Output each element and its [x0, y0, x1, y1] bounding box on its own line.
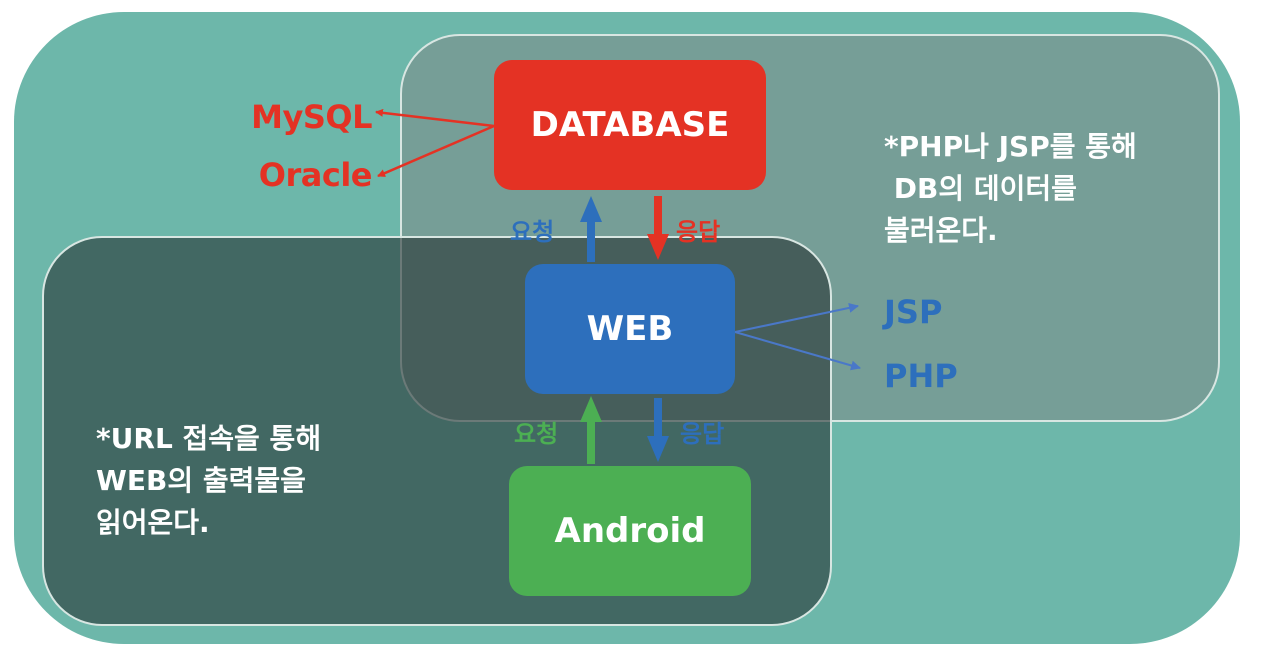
web-request-label: 요청 — [514, 420, 559, 448]
tech-item-jsp: JSP — [884, 293, 943, 331]
android-node-label: Android — [554, 511, 706, 551]
tech-item-php: PHP — [884, 357, 958, 395]
client-note: *URL 접속을 통해 WEB의 출력물을 읽어온다. — [96, 422, 322, 539]
web-node-label: WEB — [586, 309, 674, 349]
server-note: *PHP나 JSP를 통해 DB의 데이터를 불러온다. — [884, 130, 1137, 247]
web-node: WEB — [525, 264, 735, 394]
web-response-label: 응답 — [680, 420, 725, 448]
database-node-label: DATABASE — [530, 105, 730, 145]
database-node: DATABASE — [494, 60, 766, 190]
db-request-label: 요청 — [510, 218, 555, 246]
db-item-mysql: MySQL — [251, 98, 372, 136]
android-node: Android — [509, 466, 751, 596]
web-tech-list: JSP PHP — [884, 280, 958, 408]
database-list: MySQL Oracle — [232, 88, 372, 204]
db-item-oracle: Oracle — [258, 156, 373, 194]
db-response-label: 응답 — [676, 218, 721, 246]
